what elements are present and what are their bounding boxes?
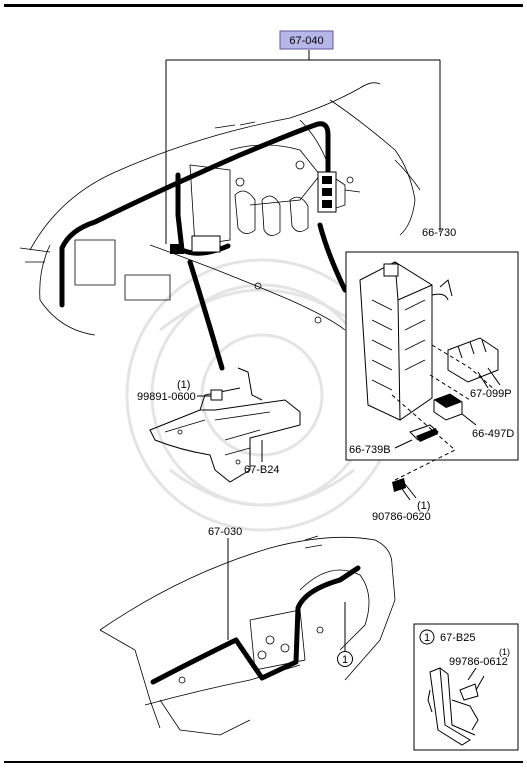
fuse-a-drawing <box>433 393 477 426</box>
relay-drawing <box>447 337 501 389</box>
inset-bracket-drawing <box>427 667 485 746</box>
top-rule <box>4 4 523 7</box>
inset-part-label[interactable]: 67-B25 <box>440 632 475 644</box>
nut-label[interactable]: 99891-0600 <box>137 391 196 403</box>
inset-circle <box>419 629 435 645</box>
connector-cluster <box>170 171 337 254</box>
bolt-a-label[interactable]: 90786-0620 <box>372 511 431 523</box>
harness-lead-a <box>187 259 225 371</box>
nut-qty: (1) <box>177 379 190 391</box>
main-part-leaders <box>165 50 441 244</box>
upper-dash-frame <box>19 82 421 336</box>
lower-harness <box>150 565 361 685</box>
fuse-block-label[interactable]: 66-730 <box>422 227 456 239</box>
inset-bolt-label[interactable]: 99786-0612 <box>449 656 508 668</box>
fuse-b-drawing <box>394 424 439 449</box>
upper-harness <box>59 121 331 308</box>
callout-circle <box>337 651 353 667</box>
main-part-label[interactable]: 67-040 <box>289 35 323 47</box>
dash-harness-label[interactable]: 67-030 <box>208 526 242 538</box>
bracket-drawing <box>149 367 301 483</box>
inset-box <box>413 623 519 751</box>
fuse-b-label[interactable]: 66-739B <box>349 444 391 456</box>
nut-drawing <box>197 389 223 401</box>
callout-number[interactable]: 1 <box>342 654 348 666</box>
fuse-block-drawing <box>359 261 496 481</box>
bolt-a-qty: (1) <box>417 500 430 512</box>
fuse-a-label[interactable]: 66-497D <box>472 428 514 440</box>
harness-lead-b <box>317 222 348 293</box>
bottom-rule <box>4 761 523 763</box>
inset-number: 1 <box>424 632 430 644</box>
inset-bolt-qty: (1) <box>499 647 510 657</box>
bolt-a-drawing <box>392 478 417 501</box>
relay-label[interactable]: 67-099P <box>470 388 512 400</box>
main-part-highlight <box>279 30 334 50</box>
bracket-label[interactable]: 67-B24 <box>244 464 279 476</box>
lower-dash-frame <box>99 535 396 736</box>
